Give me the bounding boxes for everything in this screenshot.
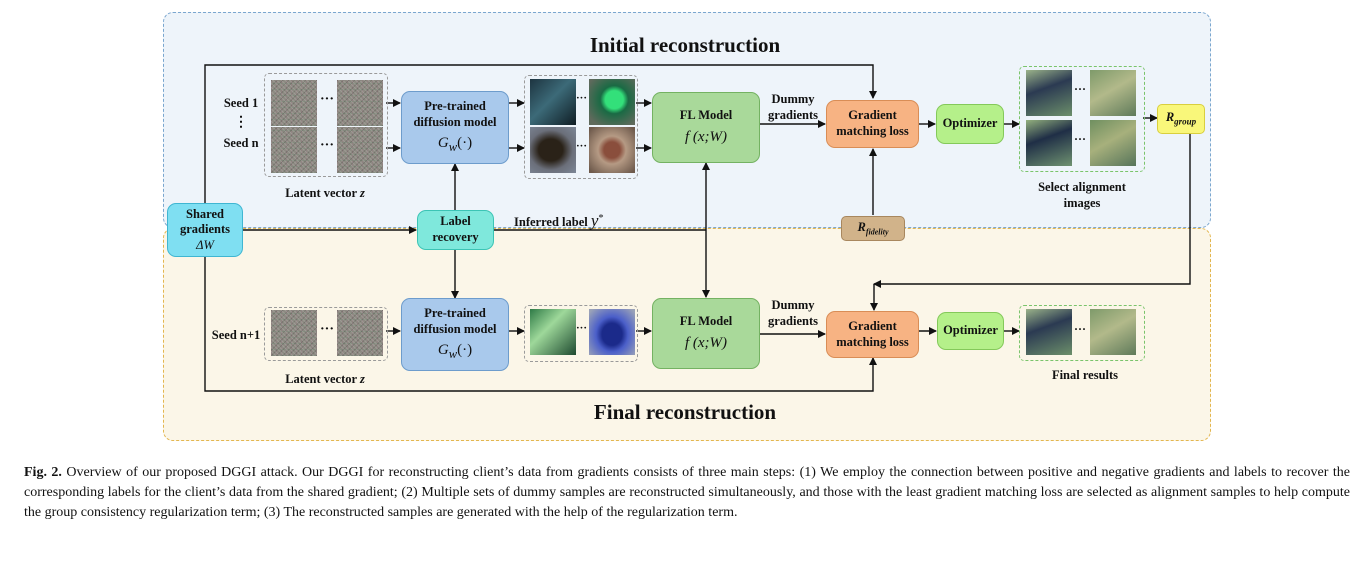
connector-arrows <box>204 64 1191 392</box>
noise-image <box>337 127 383 173</box>
gradient-matching-loss-bottom: Gradient matching loss <box>826 311 919 358</box>
caption-text: Overview of our proposed DGGI attack. Ou… <box>24 465 1350 520</box>
duck-image <box>530 127 576 173</box>
figure-caption: Fig. 2. Overview of our proposed DGGI at… <box>24 463 1350 523</box>
initial-reconstruction-title: Initial reconstruction <box>589 33 781 57</box>
final-image <box>1090 309 1136 355</box>
blue-snake-image <box>589 309 635 355</box>
noise-image <box>271 310 317 356</box>
generated-images-frame-bottom <box>524 305 638 362</box>
ellipsis: ··· <box>320 138 335 153</box>
snake-image <box>589 127 635 173</box>
latent-vector-label-top: Latent vector z <box>285 186 365 200</box>
noise-image <box>337 80 383 126</box>
gradient-matching-loss-top: Gradient matching loss <box>826 100 919 148</box>
optimizer-top: Optimizer <box>936 104 1004 144</box>
final-reconstruction-title: Final reconstruction <box>593 400 777 424</box>
diffusion-model-bottom: Pre-trained diffusion model Gw(·) <box>401 298 509 371</box>
reconstructed-image <box>1090 120 1136 166</box>
ellipsis: ··· <box>576 92 588 104</box>
ellipsis: ··· <box>320 92 335 107</box>
inferred-label: Inferred label y* <box>514 211 604 230</box>
bottom-loop-line <box>204 257 877 392</box>
figure-number: Fig. 2. <box>24 465 62 480</box>
final-bird-image <box>1026 309 1072 355</box>
green-object-image <box>589 79 635 125</box>
diffusion-model-top: Pre-trained diffusion model Gw(·) <box>401 91 509 164</box>
generated-images-frame-top <box>524 75 638 179</box>
bird-image <box>530 79 576 125</box>
ellipsis: ··· <box>1074 82 1087 96</box>
r-fidelity-box: Rfidelity <box>841 216 905 241</box>
shared-gradients-box: Shared gradients ΔW <box>167 203 243 257</box>
final-results-frame <box>1019 305 1145 361</box>
seed-n-label: Seed n <box>223 136 259 150</box>
reconstructed-image <box>1090 70 1136 116</box>
top-loop-line <box>204 64 877 203</box>
latent-frame-bottom <box>264 307 388 361</box>
fl-model-top: FL Model f (x;W) <box>652 92 760 163</box>
ellipsis: ··· <box>320 322 335 337</box>
fl-model-bottom: FL Model f (x;W) <box>652 298 760 369</box>
ellipsis: ··· <box>576 322 588 334</box>
ellipsis: ··· <box>1074 322 1087 336</box>
latent-vector-label-bottom: Latent vector z <box>285 372 365 386</box>
reconstructed-bird-image <box>1026 120 1072 166</box>
seed-1-label: Seed 1 <box>223 96 259 110</box>
ellipsis: ··· <box>576 140 588 152</box>
noise-image <box>271 127 317 173</box>
noise-image <box>271 80 317 126</box>
latent-frame-top <box>264 73 388 177</box>
r-group-box: Rgroup <box>1157 104 1205 134</box>
label-recovery-box: Label recovery <box>417 210 494 250</box>
seed-vdots: ⋮ <box>234 115 248 130</box>
ellipsis: ··· <box>1074 132 1087 146</box>
noise-image <box>337 310 383 356</box>
alignment-images-frame <box>1019 66 1145 172</box>
reconstructed-bird-image <box>1026 70 1072 116</box>
seed-n1-label: Seed n+1 <box>211 328 261 342</box>
optimizer-bottom: Optimizer <box>937 312 1004 350</box>
final-results-label: Final results <box>1051 368 1119 382</box>
kingfisher-image <box>530 309 576 355</box>
